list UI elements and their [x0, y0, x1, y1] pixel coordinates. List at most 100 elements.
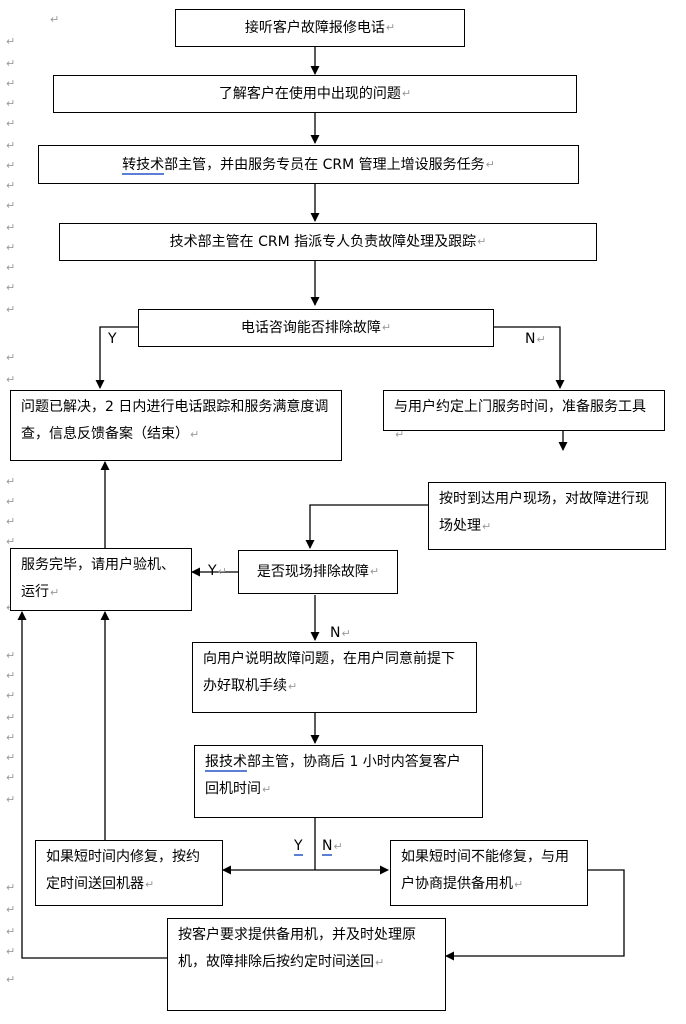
paragraph-mark: ↵ — [6, 241, 16, 254]
step-understand-problem: 了解客户在使用中出现的问题↵ — [53, 75, 577, 113]
paragraph-mark: ↵ — [6, 495, 16, 508]
step-transfer-supervisor: 转技术部主管，并由服务专员在 CRM 管理上增设服务任务 ↵ — [38, 145, 579, 184]
paragraph-mark: ↵ — [6, 793, 16, 806]
arrow-onsite-d2 — [305, 504, 428, 549]
label-yes-text: Y — [294, 838, 303, 856]
step-explain-pickup: 向用户说明故障问题，在用户同意前提下办好取机手续↵ — [192, 642, 477, 713]
step-provide-backup: 按客户要求提供备用机，并及时处理原机，故障排除后按约定时间送回↵ — [167, 918, 446, 1011]
step-short-repair: 如果短时间内修复，按约定时间送回机器↵ — [35, 840, 223, 906]
paragraph-mark: ↵ — [6, 475, 16, 488]
step-onsite-handling-text: 按时到达用户现场，对故障进行现场处理 — [439, 491, 649, 534]
paragraph-mark: ↵ — [395, 428, 405, 441]
step-problem-solved-text: 问题已解决，2 日内进行电话跟踪和服务满意度调查，信息反馈备案（结束） — [21, 399, 329, 442]
paragraph-mark: ↵ — [375, 956, 385, 969]
paragraph-mark: ↵ — [6, 945, 16, 958]
paragraph-mark: ↵ — [6, 199, 16, 212]
step-appointment-text: 与用户约定上门服务时间，准备服务工具 — [394, 399, 646, 415]
paragraph-mark: ↵ — [6, 77, 16, 90]
paragraph-mark: ↵ — [6, 711, 16, 724]
paragraph-mark: ↵ — [6, 731, 16, 744]
step-no-short-repair-text: 如果短时间不能修复，与用户协商提供备用机 — [401, 849, 569, 892]
paragraph-mark: ↵ — [6, 179, 16, 192]
step-report-supervisor-text: 部主管，协商后 1 小时内答复客户回机时间 — [205, 754, 461, 797]
paragraph-mark: ↵ — [385, 21, 396, 34]
step-assign-specialist-text: 技术部主管在 CRM 指派专人负责故障处理及跟踪 — [169, 234, 477, 250]
label-yes: Y — [294, 838, 303, 856]
step-no-short-repair: 如果短时间不能修复，与用户协商提供备用机↵ — [390, 840, 588, 906]
paragraph-mark: ↵ — [6, 97, 16, 110]
paragraph-mark: ↵ — [6, 649, 16, 662]
paragraph-mark: ↵ — [401, 87, 412, 100]
step-provide-backup-text: 按客户要求提供备用机，并及时处理原机，故障排除后按约定时间送回 — [178, 927, 416, 970]
paragraph-mark: ↵ — [536, 333, 546, 346]
paragraph-mark: ↵ — [6, 535, 16, 548]
label-no: N↵ — [525, 331, 546, 348]
paragraph-mark: ↵ — [217, 565, 227, 578]
paragraph-mark: ↵ — [6, 373, 16, 386]
paragraph-mark: ↵ — [6, 303, 16, 316]
paragraph-mark: ↵ — [6, 751, 16, 764]
decision-onsite-fix-text: 是否现场排除故障 — [256, 564, 369, 580]
decision-onsite-fix: 是否现场排除故障↵ — [238, 550, 398, 594]
paragraph-mark: ↵ — [6, 261, 16, 274]
step-explain-pickup-text: 向用户说明故障问题，在用户同意前提下办好取机手续 — [203, 651, 455, 694]
step-service-finished: 服务完毕，请用户验机、运行↵ — [10, 548, 192, 611]
step-short-repair-text: 如果短时间内修复，按约定时间送回机器 — [46, 849, 200, 892]
step-receive-call: 接听客户故障报修电话↵ — [175, 9, 465, 47]
step-onsite-handling: 按时到达用户现场，对故障进行现场处理↵ — [428, 482, 666, 550]
paragraph-mark: ↵ — [381, 321, 392, 334]
paragraph-mark: ↵ — [6, 139, 16, 152]
paragraph-mark: ↵ — [190, 428, 200, 441]
paragraph-mark: ↵ — [6, 973, 16, 986]
underlined-term: 转技术 — [122, 156, 165, 175]
paragraph-mark: ↵ — [6, 57, 16, 70]
underlined-term: 报技术 — [205, 754, 247, 772]
paragraph-mark: ↵ — [262, 783, 272, 796]
paragraph-mark: ↵ — [6, 771, 16, 784]
paragraph-mark: ↵ — [514, 878, 524, 891]
decision-phone-fix: 电话咨询能否排除故障↵ — [138, 309, 494, 347]
label-no: N↵ — [330, 625, 351, 642]
label-no-text: N — [322, 838, 333, 856]
paragraph-mark: ↵ — [6, 903, 16, 916]
paragraph-mark: ↵ — [145, 878, 155, 891]
label-no-text: N — [525, 331, 536, 347]
paragraph-mark: ↵ — [6, 159, 16, 172]
arrow-d1-yes — [95, 326, 138, 389]
label-yes: Y↵ — [208, 563, 227, 580]
paragraph-mark: ↵ — [482, 520, 492, 533]
arrow-d1-no — [493, 326, 565, 389]
paragraph-mark: ↵ — [6, 669, 16, 682]
paragraph-mark: ↵ — [341, 627, 351, 640]
step-problem-solved: 问题已解决，2 日内进行电话跟踪和服务满意度调查，信息反馈备案（结束）↵ — [10, 390, 342, 461]
paragraph-mark: ↵ — [6, 515, 16, 528]
paragraph-mark: ↵ — [6, 689, 16, 702]
paragraph-mark: ↵ — [485, 157, 495, 171]
arrow-noshortfix-backup — [445, 869, 625, 961]
paragraph-mark: ↵ — [6, 117, 16, 130]
step-appointment: 与用户约定上门服务时间，准备服务工具 ↵ — [383, 390, 665, 441]
step-transfer-supervisor-text: 转技术部主管，并由服务专员在 CRM 管理上增设服务任务 — [122, 152, 485, 178]
paragraph-mark: ↵ — [288, 680, 298, 693]
step-understand-problem-text: 了解客户在使用中出现的问题 — [218, 86, 401, 102]
paragraph-mark: ↵ — [477, 235, 487, 248]
paragraph-mark: ↵ — [333, 840, 343, 853]
arrow-backup-finish — [17, 611, 167, 959]
paragraph-mark: ↵ — [6, 925, 16, 938]
paragraph-mark: ↵ — [369, 565, 380, 578]
paragraph-mark: ↵ — [50, 13, 60, 26]
step-transfer-supervisor-rest: 部主管，并由服务专员在 CRM 管理上增设服务任务 — [164, 156, 485, 173]
label-no: N↵ — [322, 838, 343, 856]
step-receive-call-text: 接听客户故障报修电话 — [244, 20, 385, 36]
paragraph-mark: ↵ — [50, 586, 60, 599]
paragraph-mark: ↵ — [6, 351, 16, 364]
paragraph-mark: ↵ — [6, 881, 16, 894]
step-report-supervisor: 报技术部主管，协商后 1 小时内答复客户回机时间↵ — [194, 745, 483, 818]
decision-phone-fix-text: 电话咨询能否排除故障 — [240, 320, 381, 336]
paragraph-mark: ↵ — [6, 281, 16, 294]
label-yes: Y — [108, 331, 117, 347]
label-yes-text: Y — [208, 563, 217, 579]
step-service-finished-text: 服务完毕，请用户验机、运行 — [21, 557, 175, 600]
paragraph-mark: ↵ — [6, 221, 16, 234]
